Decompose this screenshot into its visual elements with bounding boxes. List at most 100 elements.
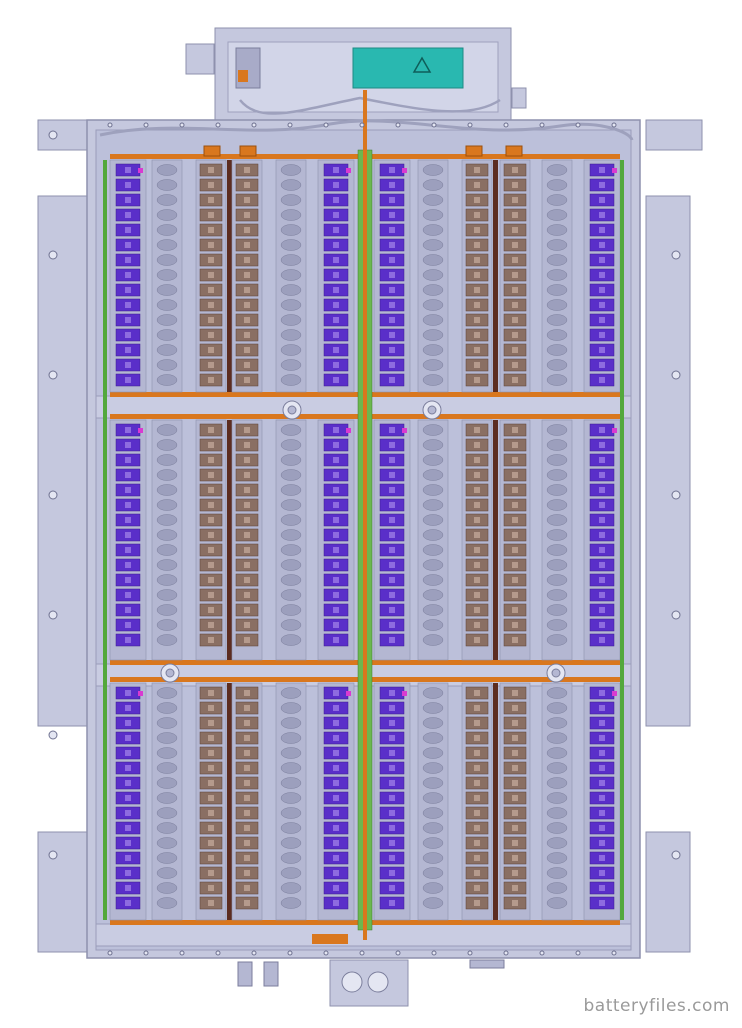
busbar-tab [512, 362, 518, 368]
cell-terminal [599, 735, 605, 741]
busbar-tab [208, 750, 214, 756]
cell-oval [422, 822, 444, 834]
busbar-tab [244, 362, 250, 368]
cell-terminal [333, 377, 339, 383]
cell-terminal [389, 622, 395, 628]
cell-terminal [125, 287, 131, 293]
cell-oval [546, 747, 568, 759]
busbar-dark-strip [493, 420, 498, 660]
cell-terminal [599, 840, 605, 846]
module-column [417, 159, 449, 393]
sensor-dot [612, 691, 617, 696]
cell-oval [280, 867, 302, 879]
busbar-tab [474, 227, 480, 233]
busbar-tab [244, 622, 250, 628]
busbar-tab [512, 347, 518, 353]
cell-terminal [389, 502, 395, 508]
cell-oval [422, 344, 444, 356]
module-column [583, 419, 621, 661]
busbar-tab [244, 765, 250, 771]
cell-oval [422, 359, 444, 371]
busbar-tab [474, 272, 480, 278]
orange-clamp [505, 145, 523, 157]
busbar-tab [244, 212, 250, 218]
cell-oval [156, 559, 178, 571]
cell-oval [546, 634, 568, 646]
cell-oval [156, 284, 178, 296]
cell-terminal [599, 287, 605, 293]
busbar-tab [244, 317, 250, 323]
busbar-tab [244, 810, 250, 816]
cell-oval [280, 284, 302, 296]
busbar-tab [244, 227, 250, 233]
module-column [317, 419, 355, 661]
cell-terminal [125, 227, 131, 233]
cell-terminal [389, 287, 395, 293]
busbar-tab [512, 472, 518, 478]
cell-oval [546, 589, 568, 601]
busbar-tab [244, 197, 250, 203]
harness-loop-bms [239, 96, 501, 115]
cell-terminal [125, 720, 131, 726]
module-column [583, 159, 621, 393]
busbar-tab [512, 332, 518, 338]
cell-oval [546, 777, 568, 789]
cell-oval [156, 717, 178, 729]
cell-terminal [333, 242, 339, 248]
busbar-tab [474, 362, 480, 368]
cell-terminal [599, 577, 605, 583]
cell-oval [422, 299, 444, 311]
cell-oval [156, 499, 178, 511]
busbar-tab [208, 562, 214, 568]
lv-connector [237, 961, 253, 987]
cell-oval [156, 329, 178, 341]
busbar-tab [512, 302, 518, 308]
orange-fuse [238, 70, 248, 82]
cell-oval [422, 469, 444, 481]
cell-oval [280, 439, 302, 451]
busbar-tab [474, 257, 480, 263]
cell-oval [546, 559, 568, 571]
cell-oval [280, 239, 302, 251]
cell-terminal [599, 167, 605, 173]
bolt-left [48, 250, 58, 260]
cell-terminal [125, 427, 131, 433]
cell-terminal [599, 885, 605, 891]
cell-terminal [389, 900, 395, 906]
cell-oval [422, 254, 444, 266]
cell-terminal [333, 750, 339, 756]
cell-terminal [125, 592, 131, 598]
cell-oval [280, 254, 302, 266]
busbar-tab [208, 242, 214, 248]
busbar-dark-strip [493, 683, 498, 920]
cell-terminal [333, 167, 339, 173]
busbar-tab [512, 487, 518, 493]
cell-terminal [125, 257, 131, 263]
busbar-tab [512, 607, 518, 613]
cell-terminal [125, 532, 131, 538]
cell-terminal [389, 690, 395, 696]
cell-oval [280, 499, 302, 511]
busbar-tab [474, 302, 480, 308]
busbar-tab [512, 840, 518, 846]
busbar-tab [244, 780, 250, 786]
busbar-tab [474, 765, 480, 771]
busbar-tab [208, 885, 214, 891]
cell-oval [156, 439, 178, 451]
cell-oval [422, 559, 444, 571]
busbar-tab [512, 547, 518, 553]
cell-terminal [333, 840, 339, 846]
sensor-dot [612, 168, 617, 173]
cell-terminal [125, 825, 131, 831]
module-column [461, 419, 498, 661]
busbar-tab [474, 840, 480, 846]
side-sensor [511, 87, 527, 109]
busbar-tab [208, 780, 214, 786]
cell-oval [156, 514, 178, 526]
cell-oval [546, 604, 568, 616]
busbar-tab [244, 332, 250, 338]
cell-oval [546, 164, 568, 176]
cell-oval [156, 589, 178, 601]
busbar-tab [208, 377, 214, 383]
cell-oval [156, 544, 178, 556]
